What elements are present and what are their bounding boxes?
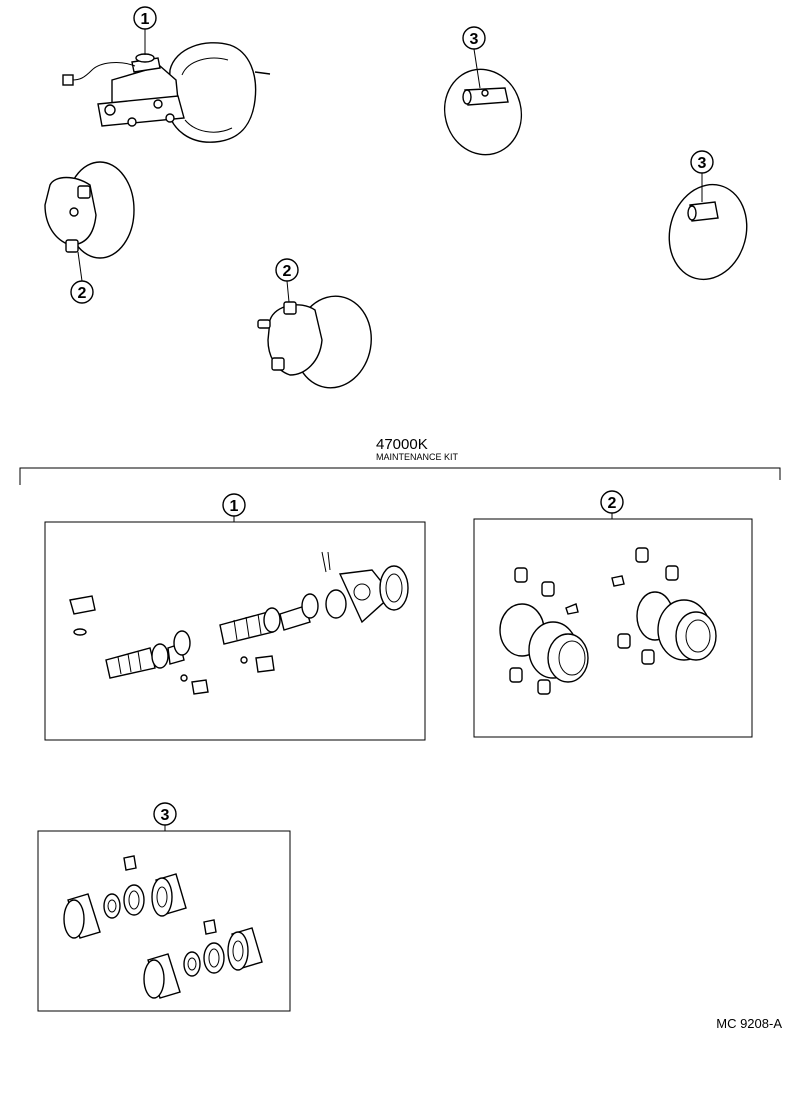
primary-piston-part	[105, 647, 156, 679]
wheel-cylinder-right[interactable]	[659, 176, 757, 288]
svg-text:2: 2	[78, 285, 87, 302]
svg-text:2: 2	[608, 495, 617, 512]
svg-text:3: 3	[698, 155, 707, 172]
svg-text:3: 3	[470, 31, 479, 48]
master-cylinder-assembly[interactable]	[62, 42, 271, 143]
callout-2-center: 2	[275, 258, 299, 303]
snap-ring-part	[325, 589, 347, 619]
clip-part	[321, 551, 331, 573]
boot-part	[379, 565, 409, 611]
kit-box-2: 2	[473, 490, 753, 738]
svg-text:2: 2	[283, 263, 292, 280]
kit-box-1: 1	[44, 493, 426, 741]
kit-header: 47000K MAINTENANCE KIT	[19, 436, 781, 485]
callout-3-right: 3	[690, 150, 714, 202]
kit-box-3: 3	[37, 802, 291, 1012]
kit-part-number: 47000K	[376, 436, 428, 453]
caliper-left[interactable]	[44, 161, 135, 259]
check-valve-part	[69, 595, 96, 615]
svg-text:3: 3	[161, 807, 170, 824]
wheel-cyl-cup-part	[123, 884, 145, 916]
callout-1-top: 1	[133, 6, 157, 55]
wheel-cylinder-top-center[interactable]	[435, 61, 531, 164]
svg-text:1: 1	[230, 498, 239, 515]
kit-name: MAINTENANCE KIT	[376, 452, 459, 462]
kit-bracket	[19, 467, 781, 485]
figure-code: MC 9208-A	[716, 1016, 782, 1031]
svg-text:1: 1	[141, 11, 150, 28]
caliper-center[interactable]	[257, 290, 378, 394]
callout-2-left: 2	[70, 251, 94, 304]
callout-3-top-center: 3	[462, 26, 486, 89]
